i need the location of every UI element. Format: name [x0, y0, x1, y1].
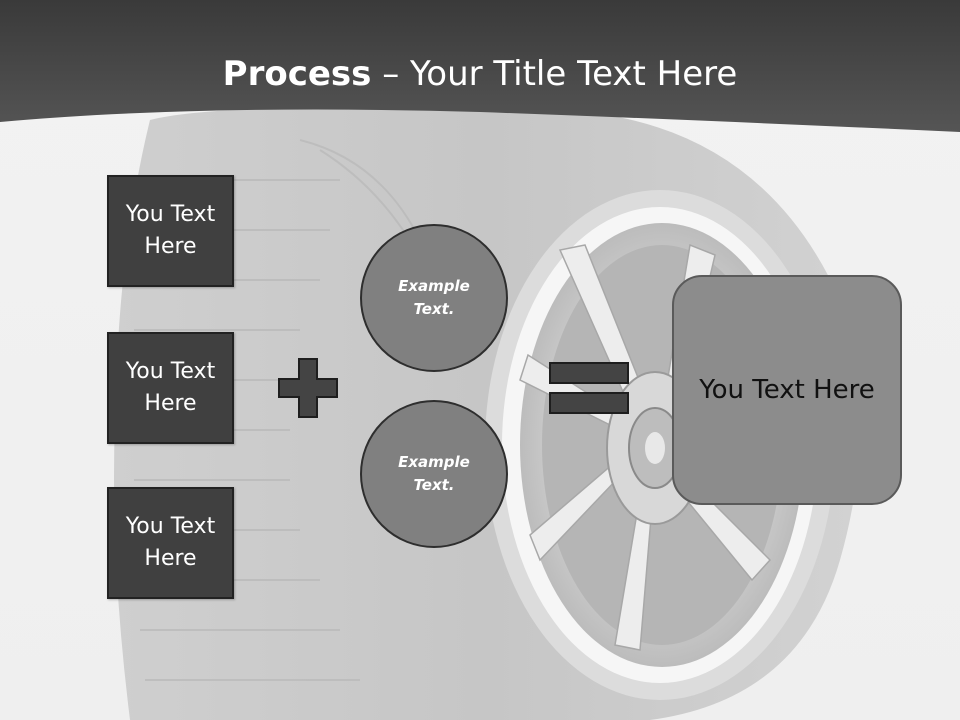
plus-icon: [278, 358, 338, 418]
result-box: You Text Here: [672, 275, 902, 505]
text-box-1: You Text Here: [107, 175, 234, 287]
text-box-2: You Text Here: [107, 332, 234, 444]
example-circle-2: Example Text.: [360, 400, 508, 548]
example-circle-1: Example Text.: [360, 224, 508, 372]
equals-icon: [549, 362, 629, 414]
text-box-3: You Text Here: [107, 487, 234, 599]
page-title: Process – Your Title Text Here: [0, 50, 960, 98]
title-bold: Process: [222, 54, 372, 94]
header-band: [0, 0, 960, 132]
title-dash: –: [371, 54, 411, 94]
title-rest: Your Title Text Here: [410, 54, 738, 94]
